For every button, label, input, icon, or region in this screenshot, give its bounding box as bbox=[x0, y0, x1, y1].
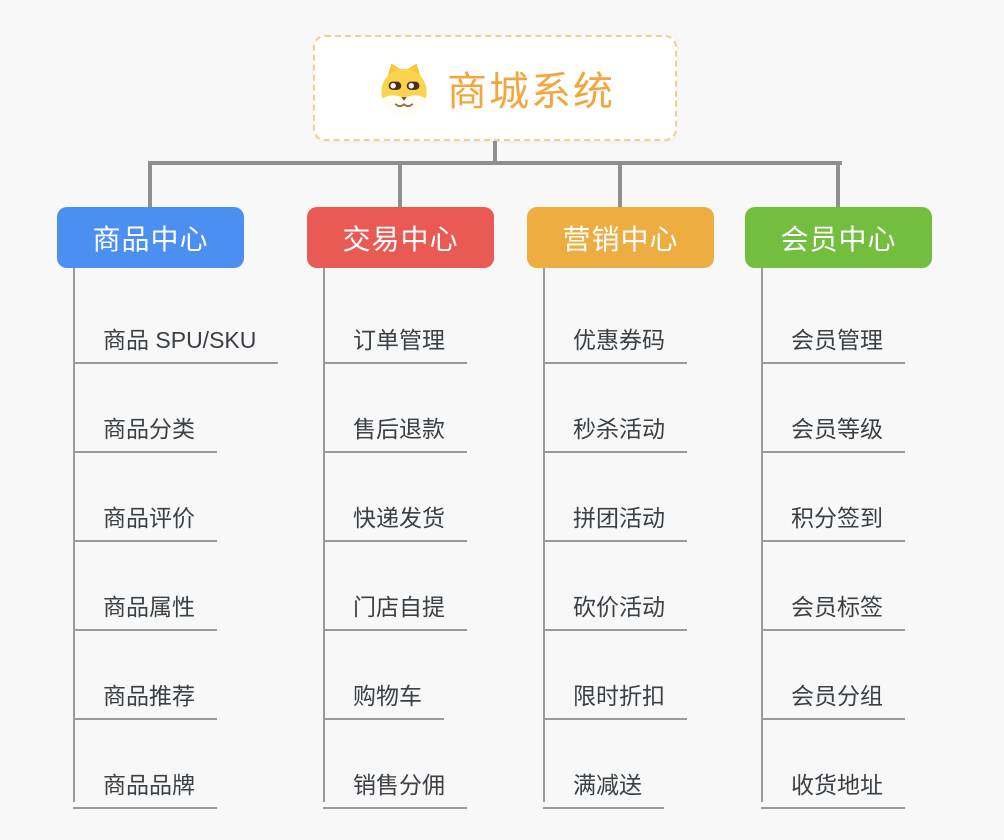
leaf-item[interactable]: 优惠券码 bbox=[543, 309, 687, 364]
branch-node-2[interactable]: 交易中心 bbox=[307, 207, 494, 268]
branch-node-4[interactable]: 会员中心 bbox=[745, 207, 932, 268]
connector-drop-3 bbox=[618, 161, 622, 207]
leaf-item[interactable]: 商品属性 bbox=[73, 576, 217, 631]
branch-trunk-3 bbox=[543, 268, 545, 802]
leaf-item[interactable]: 会员标签 bbox=[761, 576, 905, 631]
leaf-item[interactable]: 会员等级 bbox=[761, 398, 905, 453]
leaf-item[interactable]: 满减送 bbox=[543, 754, 664, 809]
leaf-item[interactable]: 秒杀活动 bbox=[543, 398, 687, 453]
leaf-item[interactable]: 商品 SPU/SKU bbox=[73, 309, 279, 364]
leaf-item[interactable]: 限时折扣 bbox=[543, 665, 687, 720]
leaf-item[interactable]: 会员分组 bbox=[761, 665, 905, 720]
root-title: 商城系统 bbox=[447, 70, 615, 114]
connector-root-stub bbox=[493, 141, 497, 165]
connector-drop-1 bbox=[148, 161, 152, 207]
branch-node-1[interactable]: 商品中心 bbox=[57, 207, 244, 268]
leaf-item[interactable]: 拼团活动 bbox=[543, 487, 687, 542]
leaf-item[interactable]: 快递发货 bbox=[323, 487, 467, 542]
leaf-item[interactable]: 购物车 bbox=[323, 665, 444, 720]
leaf-item[interactable]: 商品评价 bbox=[73, 487, 217, 542]
leaf-item[interactable]: 商品分类 bbox=[73, 398, 217, 453]
branch-trunk-4 bbox=[761, 268, 763, 802]
connector-drop-2 bbox=[398, 161, 402, 207]
dog-face-icon bbox=[381, 63, 427, 115]
leaf-item[interactable]: 会员管理 bbox=[761, 309, 905, 364]
leaf-item[interactable]: 商品推荐 bbox=[73, 665, 217, 720]
connector-drop-4 bbox=[836, 161, 840, 207]
branch-trunk-2 bbox=[323, 268, 325, 802]
leaf-item[interactable]: 收货地址 bbox=[761, 754, 905, 809]
root-node[interactable]: 商城系统 bbox=[313, 35, 677, 141]
leaf-item[interactable]: 积分签到 bbox=[761, 487, 905, 542]
leaf-item[interactable]: 砍价活动 bbox=[543, 576, 687, 631]
leaf-item[interactable]: 门店自提 bbox=[323, 576, 467, 631]
branch-node-3[interactable]: 营销中心 bbox=[527, 207, 714, 268]
branch-trunk-1 bbox=[73, 268, 75, 802]
leaf-item[interactable]: 商品品牌 bbox=[73, 754, 217, 809]
leaf-item[interactable]: 销售分佣 bbox=[323, 754, 467, 809]
leaf-item[interactable]: 售后退款 bbox=[323, 398, 467, 453]
connector-rail bbox=[148, 161, 842, 165]
leaf-item[interactable]: 订单管理 bbox=[323, 309, 467, 364]
